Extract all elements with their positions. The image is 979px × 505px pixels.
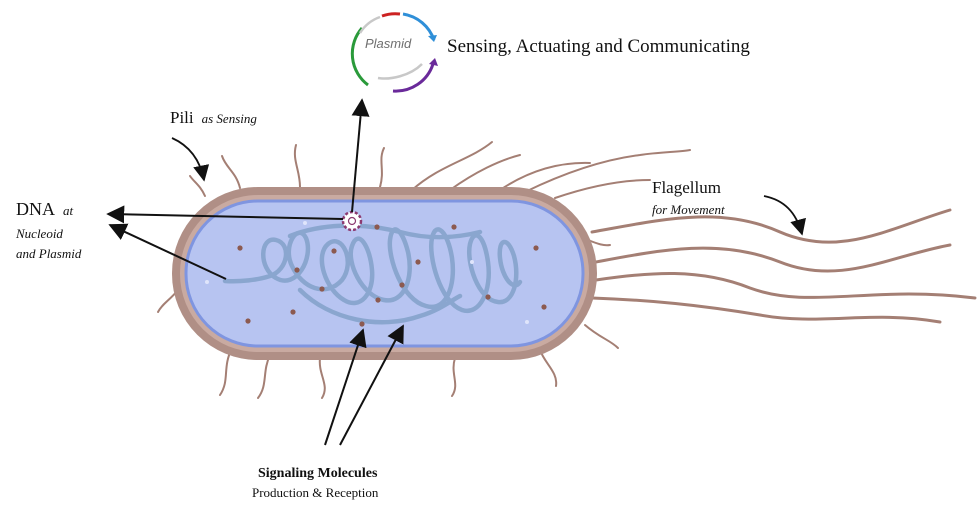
plasmid-arc-red <box>382 14 400 16</box>
pilus <box>320 358 325 398</box>
granule <box>294 267 299 272</box>
flagellum-strand <box>596 245 950 271</box>
granule <box>415 259 420 264</box>
granule <box>451 224 456 229</box>
plasmid-arc-gray <box>360 17 380 33</box>
particle <box>470 260 474 264</box>
pili-main: Pili <box>170 108 194 127</box>
signaling-sub: Production & Reception <box>252 485 379 500</box>
flagella <box>592 210 975 322</box>
arrow-pili <box>172 138 204 180</box>
pilus <box>452 358 455 396</box>
granule <box>533 245 538 250</box>
signaling-label: Signaling Molecules <box>258 466 378 481</box>
dna-line3: and Plasmid <box>16 246 82 261</box>
granule <box>541 304 546 309</box>
flagellum-label: Flagellum <box>652 178 721 197</box>
pilus <box>380 148 384 187</box>
pilus <box>412 142 492 190</box>
pilus <box>500 163 590 190</box>
particle <box>525 320 529 324</box>
dna-main: DNA <box>16 199 55 219</box>
dna-line2: Nucleoid <box>15 226 63 241</box>
particle <box>205 280 209 284</box>
dna-at: at <box>63 203 74 218</box>
flagellum-strand <box>592 210 950 242</box>
granule <box>374 224 379 229</box>
plasmid-arrowhead-blue <box>428 35 437 42</box>
pilus <box>585 325 618 348</box>
granule <box>375 297 380 302</box>
granule <box>319 286 324 291</box>
granule <box>331 248 336 253</box>
pili-sub: as Sensing <box>202 111 258 126</box>
flagellum-strand <box>596 273 975 298</box>
dna-label: DNA at <box>16 199 74 219</box>
pilus <box>190 176 205 196</box>
particle <box>303 221 307 225</box>
pilus <box>295 145 300 187</box>
granule <box>290 309 295 314</box>
flagellum-sub: for Movement <box>652 202 725 217</box>
granule <box>237 245 242 250</box>
plasmid-map: Plasmid <box>352 14 438 91</box>
granule <box>485 294 490 299</box>
granule <box>399 282 404 287</box>
cell-plasmid-core <box>349 218 356 225</box>
granule <box>359 321 364 326</box>
granule <box>245 318 250 323</box>
pilus <box>540 350 556 386</box>
pilus <box>555 180 650 198</box>
pilus <box>222 156 240 188</box>
plasmid-arrowhead-purple <box>429 58 438 66</box>
cell-plasmid <box>343 212 361 230</box>
pili-label: Pili as Sensing <box>170 108 257 127</box>
pilus <box>258 355 270 398</box>
plasmid-arc-inner <box>378 64 422 78</box>
sensing-title: Sensing, Actuating and Communicating <box>447 36 750 57</box>
flagellum-strand <box>592 298 940 322</box>
plasmid-label: Plasmid <box>365 36 412 51</box>
